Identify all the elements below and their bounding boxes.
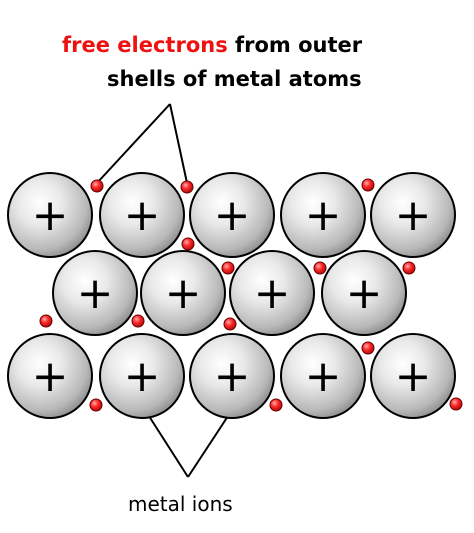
from-outer-text: from outer bbox=[228, 33, 363, 57]
free-electron bbox=[402, 261, 416, 275]
free-electron bbox=[131, 314, 145, 328]
free-electrons-label: free electrons from outer bbox=[62, 33, 363, 57]
ion-plus-sign: + bbox=[77, 268, 114, 319]
metal-ion: + bbox=[99, 172, 185, 258]
ion-plus-sign: + bbox=[32, 190, 69, 241]
metal-ion-sphere bbox=[7, 172, 93, 258]
ion-pointer-lines bbox=[146, 412, 231, 478]
ion-plus-sign: + bbox=[124, 190, 161, 241]
ion-plus-sign: + bbox=[346, 268, 383, 319]
ion-plus-sign: + bbox=[32, 351, 69, 402]
metal-ion-sphere bbox=[280, 333, 366, 419]
ion-plus-sign: + bbox=[305, 190, 342, 241]
free-electron bbox=[361, 341, 375, 355]
metal-ion-sphere bbox=[99, 172, 185, 258]
ion-pointer-line-right bbox=[187, 412, 231, 478]
free-electron bbox=[89, 398, 103, 412]
metal-ion-sphere bbox=[321, 250, 407, 336]
ion-plus-sign: + bbox=[214, 351, 251, 402]
free-electron bbox=[90, 179, 104, 193]
metal-ion: + bbox=[7, 333, 93, 419]
ion-plus-sign: + bbox=[254, 268, 291, 319]
metal-ion-sphere bbox=[229, 250, 315, 336]
metal-ion: + bbox=[189, 172, 275, 258]
metal-ion-sphere bbox=[7, 333, 93, 419]
electron-pointer-line-right bbox=[169, 103, 188, 184]
metal-ion-sphere bbox=[280, 172, 366, 258]
metal-ion-sphere bbox=[370, 333, 456, 419]
free-electron bbox=[39, 314, 53, 328]
metal-ion: + bbox=[280, 333, 366, 419]
metal-ion-sphere bbox=[99, 333, 185, 419]
metal-ion: + bbox=[7, 172, 93, 258]
metal-ion-sphere bbox=[140, 250, 226, 336]
metal-ion-sphere bbox=[370, 172, 456, 258]
ion-plus-sign: + bbox=[395, 351, 432, 402]
free-electron bbox=[449, 397, 463, 411]
free-electron bbox=[180, 180, 194, 194]
metal-ion: + bbox=[229, 250, 315, 336]
free-electron bbox=[221, 261, 235, 275]
ion-plus-sign: + bbox=[214, 190, 251, 241]
ion-pointer-line-left bbox=[146, 412, 189, 478]
metal-ion-sphere bbox=[189, 172, 275, 258]
metal-ion: + bbox=[321, 250, 407, 336]
metal-ion: + bbox=[52, 250, 138, 336]
metal-ions-label: metal ions bbox=[128, 492, 233, 516]
free-electron bbox=[313, 261, 327, 275]
ion-plus-sign: + bbox=[395, 190, 432, 241]
metal-ion: + bbox=[280, 172, 366, 258]
metal-ion: + bbox=[189, 333, 275, 419]
free-electrons-text: free electrons bbox=[62, 33, 228, 57]
metal-ions: ++++++++++++++ bbox=[7, 172, 456, 419]
metal-ion: + bbox=[140, 250, 226, 336]
free-electron bbox=[361, 178, 375, 192]
electron-pointer-line-left bbox=[96, 103, 171, 184]
metal-ion-sphere bbox=[52, 250, 138, 336]
free-electron bbox=[181, 237, 195, 251]
ion-plus-sign: + bbox=[124, 351, 161, 402]
free-electron bbox=[223, 317, 237, 331]
free-electron bbox=[269, 398, 283, 412]
electron-pointer-lines bbox=[96, 103, 188, 184]
free-electrons bbox=[39, 178, 463, 412]
metal-ion: + bbox=[99, 333, 185, 419]
shells-of-metal-atoms-text: shells of metal atoms bbox=[107, 67, 362, 91]
metal-ion: + bbox=[370, 333, 456, 419]
ion-plus-sign: + bbox=[165, 268, 202, 319]
ion-plus-sign: + bbox=[305, 351, 342, 402]
metal-ion-sphere bbox=[189, 333, 275, 419]
metal-ion: + bbox=[370, 172, 456, 258]
